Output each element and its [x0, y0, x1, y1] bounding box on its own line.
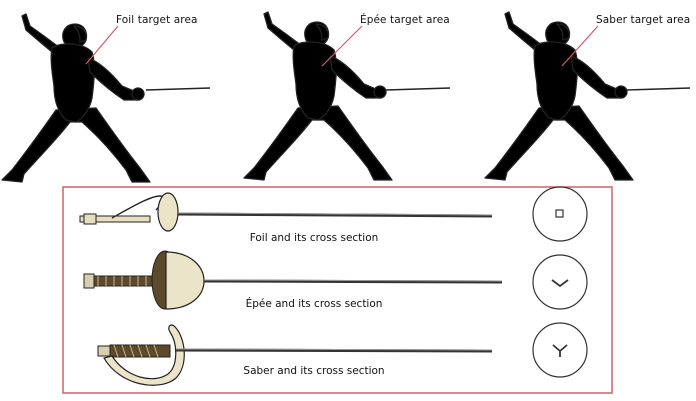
- foil-leader-line: [85, 25, 119, 65]
- epee-section-shape: [551, 279, 569, 288]
- epee-fencer: [243, 11, 393, 181]
- saber-caption: Saber and its cross section: [243, 365, 385, 377]
- foil-fencer: [1, 13, 151, 183]
- foil-section-shape: [555, 209, 564, 218]
- epee-caption: Épée and its cross section: [245, 298, 383, 310]
- foil-weapon: [79, 192, 493, 232]
- saber-target-label: Saber target area: [596, 14, 691, 26]
- epee-leader-line: [321, 25, 363, 67]
- foil-fencer-blade: [145, 87, 211, 91]
- foil-caption: Foil and its cross section: [249, 232, 379, 244]
- foil-target-label: Foil target area: [116, 14, 198, 26]
- epee-cross-section: [532, 254, 588, 310]
- epee-fencer-blade: [385, 87, 451, 91]
- weapons-frame: [62, 186, 613, 394]
- saber-section-shape: [552, 344, 568, 357]
- epee-target-label: Épée target area: [360, 14, 450, 26]
- epee-weapon: [83, 250, 503, 310]
- saber-fencer-blade: [626, 87, 691, 91]
- saber-fencer: [484, 11, 634, 181]
- saber-leader-line: [561, 25, 599, 67]
- saber-weapon: [97, 324, 493, 386]
